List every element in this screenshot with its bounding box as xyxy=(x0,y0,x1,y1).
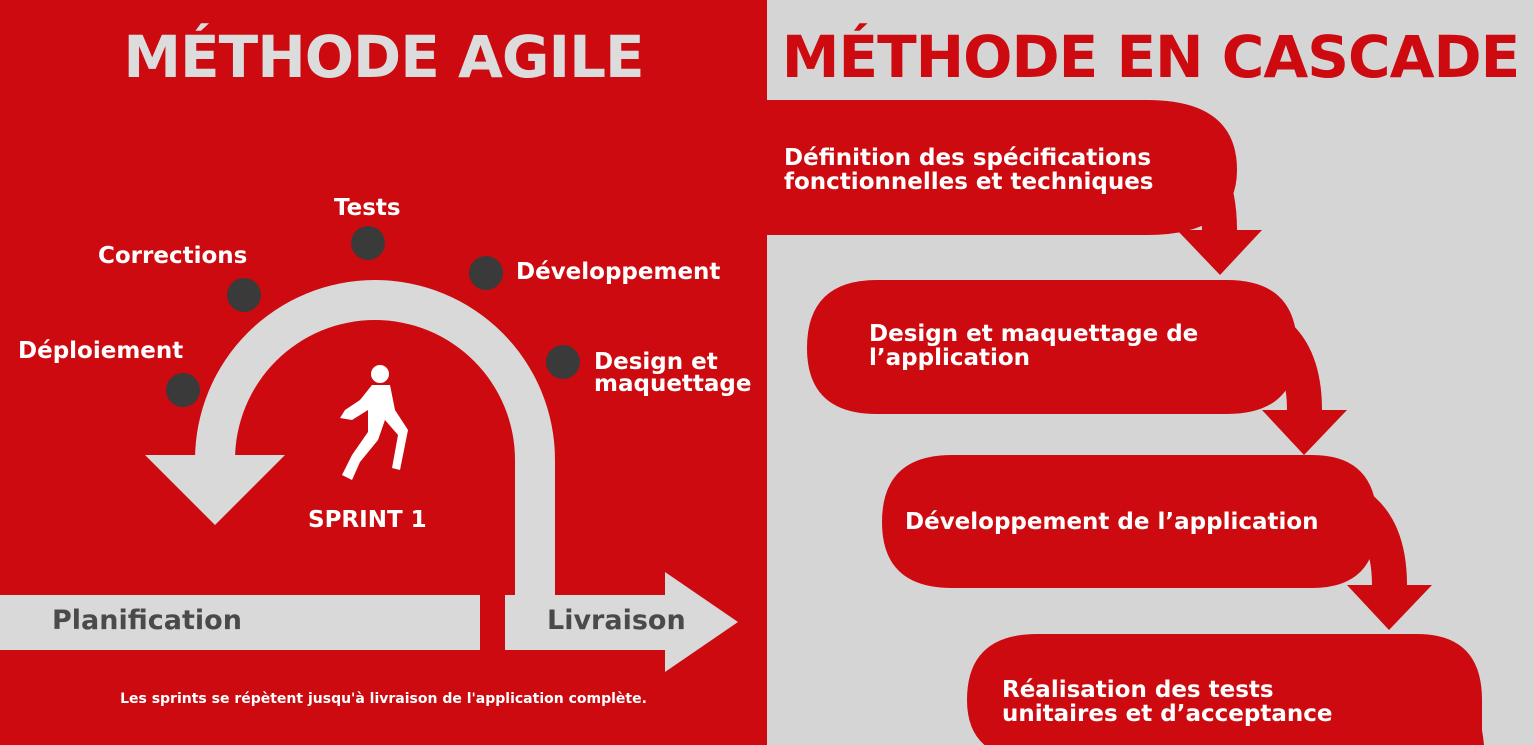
label-corrections: Corrections xyxy=(98,243,248,269)
dot-deploiement xyxy=(166,373,200,407)
step-1-arrow xyxy=(1162,120,1262,275)
cascade-step-2: Design et maquettage de l’application xyxy=(869,321,1199,371)
agile-graphic xyxy=(0,226,738,672)
step-2-shape xyxy=(807,280,1297,414)
agile-title: MÉTHODE AGILE xyxy=(123,23,644,91)
step-2-arrow xyxy=(1242,300,1347,455)
step-4-shape xyxy=(967,634,1482,745)
livraison-arrow xyxy=(505,572,738,672)
planification-label: Planification xyxy=(52,605,242,636)
step-1-shape xyxy=(767,100,1237,235)
sprint-cycle-arc xyxy=(195,280,555,600)
cycle-arrow-head xyxy=(145,455,285,525)
planification-bar xyxy=(0,595,480,650)
cascade-step-1: Définition des spécifications fonctionne… xyxy=(784,145,1154,195)
label-developpement: Développement xyxy=(516,259,721,285)
agile-panel: MÉTHODE AGILE Tests Corrections Développ… xyxy=(0,0,767,745)
cascade-step-3: Développement de l’application xyxy=(905,509,1319,535)
step-4-arrow xyxy=(1427,655,1484,745)
agile-footnote: Les sprints se répètent jusqu'à livraiso… xyxy=(120,691,647,707)
label-tests: Tests xyxy=(334,195,401,221)
cascade-title: MÉTHODE EN CASCADE xyxy=(781,23,1521,91)
step-3-arrow xyxy=(1327,475,1432,630)
step-3-shape xyxy=(882,455,1377,588)
livraison-label: Livraison xyxy=(547,605,686,636)
cascade-graphic xyxy=(767,100,1484,745)
cascade-step-4: Réalisation des tests unitaires et d’acc… xyxy=(1002,677,1333,727)
sprint-label: SPRINT 1 xyxy=(308,507,427,533)
dot-design xyxy=(546,345,580,379)
label-deploiement: Déploiement xyxy=(18,338,184,364)
dot-developpement xyxy=(469,256,503,290)
dot-tests xyxy=(351,226,385,260)
label-design: Design et maquettage xyxy=(594,349,752,397)
dot-corrections xyxy=(227,278,261,312)
cascade-panel: MÉTHODE EN CASCADE Définition des spécif… xyxy=(767,0,1534,745)
runner-icon xyxy=(340,365,408,480)
